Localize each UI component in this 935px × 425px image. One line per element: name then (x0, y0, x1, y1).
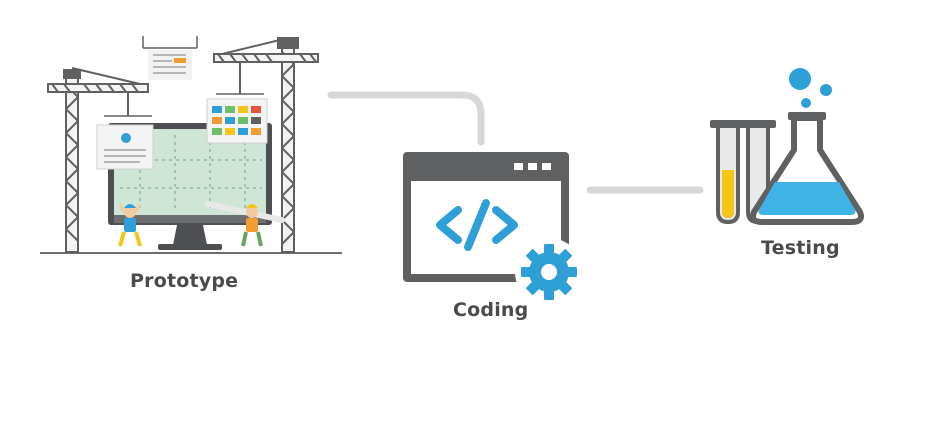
hanging-panel-right (206, 93, 268, 144)
bubble-medium (820, 84, 832, 96)
hanging-panel-left (96, 115, 154, 170)
bubble-small (801, 98, 811, 108)
hanging-document (142, 36, 198, 80)
left-crane (47, 67, 149, 253)
stage-label-prototype: Prototype (130, 270, 239, 292)
worker-left (118, 203, 142, 247)
code-window-gear-icon (403, 152, 583, 306)
connector-prototype-coding (327, 91, 485, 146)
stage-label-testing: Testing (761, 237, 840, 259)
right-crane (213, 37, 319, 253)
bubble-large (789, 68, 811, 90)
lab-flask-tubes-icon (710, 68, 864, 225)
stage-label-coding: Coding (453, 299, 529, 321)
gear-icon (515, 238, 583, 306)
construction-monitor-icon (40, 36, 342, 254)
worker-right (205, 201, 285, 247)
